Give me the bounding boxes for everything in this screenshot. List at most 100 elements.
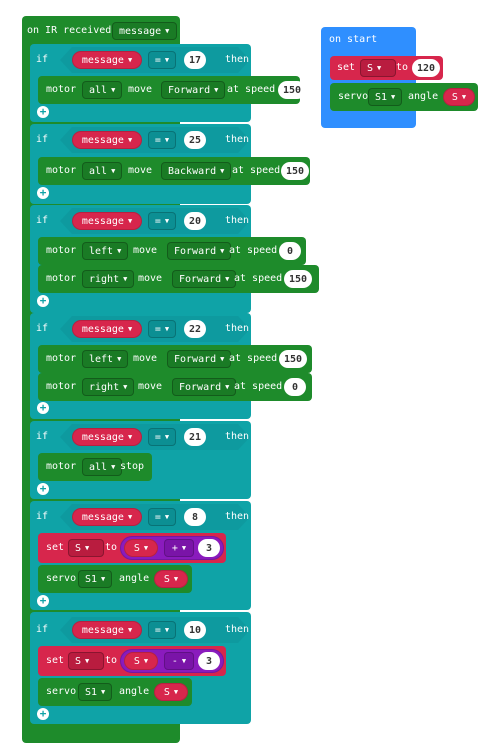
servo-block[interactable]: servo S1▼ angle S▼ [38, 678, 192, 706]
motor-move-block[interactable]: motor right▼ move Forward▼ at speed 150 [38, 265, 319, 293]
comparison-block[interactable]: message▼ =▼ 21 then [60, 424, 250, 450]
comparison-block[interactable]: message▼ =▼ 22 then [60, 316, 250, 342]
motor-select-dropdown[interactable]: left▼ [82, 350, 129, 368]
direction-dropdown[interactable]: Backward▼ [161, 162, 232, 180]
plus-circle-icon[interactable]: + [37, 708, 49, 720]
set-variable-block[interactable]: set S▼ to S▼ +▼ 3 [38, 533, 226, 563]
caret-down-icon: ▼ [173, 688, 179, 696]
number-input[interactable]: 25 [184, 131, 206, 149]
variable-reporter[interactable]: S▼ [154, 570, 188, 588]
caret-down-icon: ▼ [127, 217, 133, 225]
motor-label: motor [46, 245, 77, 256]
variable-dropdown[interactable]: S▼ [360, 59, 396, 77]
number-input[interactable]: 10 [184, 621, 206, 639]
message-reporter[interactable]: message▼ [72, 428, 142, 446]
direction-dropdown[interactable]: Forward▼ [167, 242, 232, 260]
direction-dropdown[interactable]: Forward▼ [172, 270, 237, 288]
operator-dropdown[interactable]: =▼ [148, 621, 176, 639]
motor-move-block[interactable]: motor right▼ move Forward▼ at speed 0 [38, 373, 312, 401]
servo-port-dropdown[interactable]: S1▼ [368, 88, 403, 106]
comparison-block[interactable]: message▼ =▼ 17 then [60, 47, 250, 73]
variable-dropdown[interactable]: S▼ [68, 652, 104, 670]
operator-dropdown[interactable]: -▼ [164, 652, 194, 670]
comparison-block[interactable]: message▼ =▼ 8 then [60, 504, 250, 530]
plus-circle-icon[interactable]: + [37, 295, 49, 307]
caret-down-icon: ▼ [377, 64, 382, 72]
plus-circle-icon[interactable]: + [37, 402, 49, 414]
message-reporter[interactable]: message▼ [72, 621, 142, 639]
motor-stop-block[interactable]: motor all▼ stop [38, 453, 152, 481]
message-reporter[interactable]: message▼ [72, 212, 142, 230]
variable-reporter[interactable]: S▼ [124, 539, 158, 557]
operator-dropdown[interactable]: =▼ [148, 51, 176, 69]
servo-block[interactable]: servo S1▼ angle S▼ [38, 565, 192, 593]
servo-port-dropdown[interactable]: S1▼ [78, 683, 113, 701]
speed-input[interactable]: 150 [281, 162, 310, 180]
caret-down-icon: ▼ [111, 167, 116, 175]
variable-dropdown[interactable]: S▼ [68, 539, 104, 557]
operator-dropdown[interactable]: =▼ [148, 212, 176, 230]
motor-select-dropdown[interactable]: all▼ [82, 162, 123, 180]
number-input[interactable]: 8 [184, 508, 206, 526]
number-input[interactable]: 22 [184, 320, 206, 338]
servo-block[interactable]: servo S1▼ angle S▼ [330, 83, 478, 111]
operator-dropdown[interactable]: =▼ [148, 428, 176, 446]
number-input[interactable]: 21 [184, 428, 206, 446]
speed-input[interactable]: 0 [284, 378, 306, 396]
speed-input[interactable]: 0 [279, 242, 301, 260]
then-label: then [225, 624, 250, 635]
comparison-block[interactable]: message▼ =▼ 25 then [60, 127, 250, 153]
operator-dropdown[interactable]: +▼ [164, 539, 194, 557]
caret-down-icon: ▼ [225, 275, 230, 283]
motor-move-block[interactable]: motor all▼ move Backward▼ at speed 150 [38, 157, 310, 185]
message-reporter[interactable]: message▼ [72, 131, 142, 149]
number-input[interactable]: 20 [184, 212, 206, 230]
motor-select-dropdown[interactable]: left▼ [82, 242, 129, 260]
caret-down-icon: ▼ [391, 93, 396, 101]
number-input[interactable]: 17 [184, 51, 206, 69]
direction-dropdown[interactable]: Forward▼ [167, 350, 232, 368]
operator-dropdown[interactable]: =▼ [148, 508, 176, 526]
number-input[interactable]: 3 [198, 539, 220, 557]
direction-dropdown[interactable]: Forward▼ [161, 81, 226, 99]
caret-down-icon: ▼ [164, 433, 170, 441]
plus-circle-icon[interactable]: + [37, 187, 49, 199]
at-speed-label: at speed [227, 84, 276, 95]
speed-input[interactable]: 150 [279, 350, 308, 368]
set-variable-block[interactable]: set S▼ to 120 [330, 56, 443, 80]
if-label: if [36, 54, 49, 65]
comparison-block[interactable]: message▼ =▼ 20 then [60, 208, 250, 234]
plus-circle-icon[interactable]: + [37, 106, 49, 118]
set-variable-block[interactable]: set S▼ to S▼ -▼ 3 [38, 646, 226, 676]
motor-select-dropdown[interactable]: right▼ [82, 270, 135, 288]
if-label: if [36, 215, 49, 226]
speed-input[interactable]: 150 [284, 270, 313, 288]
angle-label: angle [119, 573, 150, 584]
comparison-block[interactable]: message▼ =▼ 10 then [60, 617, 250, 643]
variable-reporter[interactable]: S▼ [443, 88, 475, 106]
message-dropdown[interactable]: message▼ [112, 22, 177, 40]
on-start-label: on start [329, 34, 378, 45]
variable-reporter[interactable]: S▼ [154, 683, 188, 701]
plus-circle-icon[interactable]: + [37, 595, 49, 607]
servo-port-dropdown[interactable]: S1▼ [78, 570, 113, 588]
motor-select-dropdown[interactable]: all▼ [82, 81, 123, 99]
operator-dropdown[interactable]: =▼ [148, 320, 176, 338]
motor-move-block[interactable]: motor left▼ move Forward▼ at speed 0 [38, 237, 306, 265]
direction-dropdown[interactable]: Forward▼ [172, 378, 237, 396]
motor-label: motor [46, 353, 77, 364]
operator-dropdown[interactable]: =▼ [148, 131, 176, 149]
motor-move-block[interactable]: motor left▼ move Forward▼ at speed 150 [38, 345, 312, 373]
plus-circle-icon[interactable]: + [37, 483, 49, 495]
number-input[interactable]: 120 [412, 59, 441, 77]
motor-select-dropdown[interactable]: right▼ [82, 378, 135, 396]
speed-input[interactable]: 150 [278, 81, 307, 99]
motor-move-block[interactable]: motor all▼ move Forward▼ at speed 150 [38, 76, 307, 104]
number-input[interactable]: 3 [198, 652, 220, 670]
message-reporter[interactable]: message▼ [72, 320, 142, 338]
message-reporter[interactable]: message▼ [72, 508, 142, 526]
motor-select-dropdown[interactable]: all▼ [82, 458, 123, 476]
variable-reporter[interactable]: S▼ [124, 652, 158, 670]
then-label: then [225, 431, 250, 442]
message-reporter[interactable]: message▼ [72, 51, 142, 69]
